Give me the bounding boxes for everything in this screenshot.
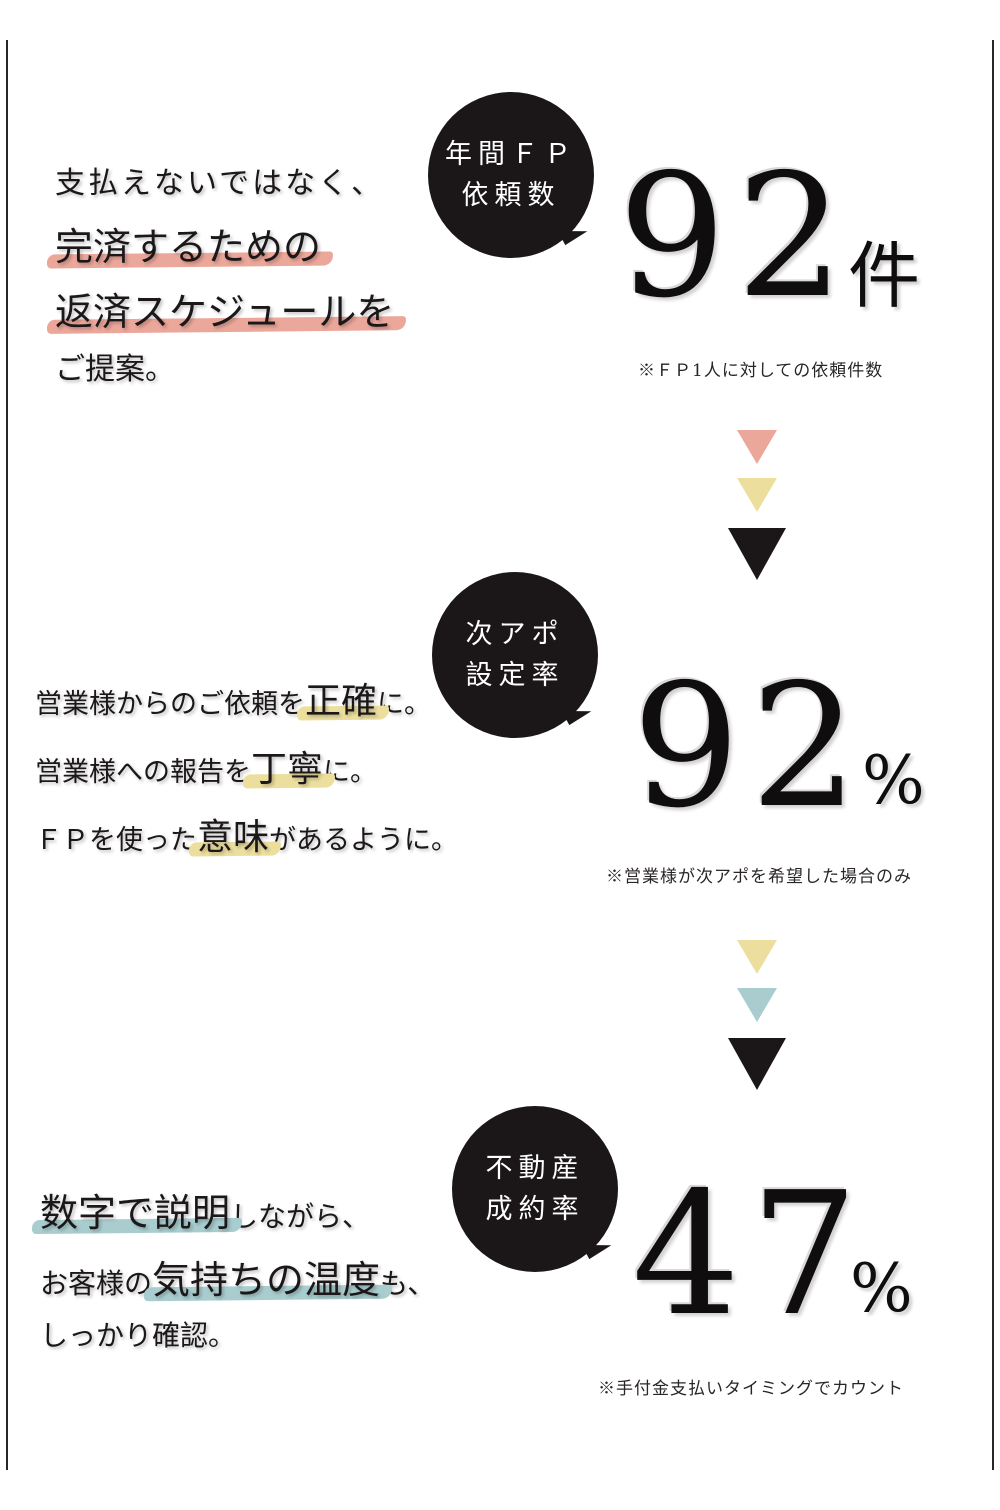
bubble-line: 設定率 [465, 660, 565, 691]
down-arrow-pink-icon [737, 430, 777, 464]
copy-line-highlight: 完済するための [55, 225, 322, 269]
stat-number: 92 [618, 138, 855, 336]
stat-number: 92 [632, 648, 869, 846]
section2-copy: 営業様からのご依頼を正確に。 営業様への報告を丁寧に。 ＦＰを使った意味があるよ… [35, 681, 459, 858]
stat-unit: % [862, 742, 925, 819]
section1-copy: 支払えないではなく、 完済するための 返済スケジュールを ご提案。 [55, 158, 394, 388]
stat-footnote: ※ＦＰ1人に対しての依頼件数 [638, 361, 884, 381]
bubble-line: 成約率 [485, 1194, 585, 1225]
copy-line-highlight: 返済スケジュールを [55, 290, 395, 334]
stat-unit: 件 [848, 234, 921, 318]
frame-left-line [6, 40, 8, 1470]
stat-footnote: ※手付金支払いタイミングでカウント [598, 1379, 904, 1399]
copy-highlight: 意味 [197, 817, 270, 858]
bubble-line: 依頼数 [461, 180, 561, 211]
down-arrow-dark-icon [728, 528, 786, 580]
down-arrow-yellow-icon [737, 940, 777, 974]
bubble-line: 不動産 [485, 1153, 585, 1184]
section3-copy: 数字で説明しながら、 お客様の気持ちの温度も、 しっかり確認。 [40, 1191, 436, 1352]
frame-right-line [992, 40, 994, 1470]
copy-line: 支払えないではなく、 [55, 166, 385, 201]
stat-footnote: ※営業様が次アポを希望した場合のみ [606, 867, 912, 887]
copy-highlight: 気持ちの温度 [152, 1258, 381, 1302]
copy-line: しっかり確認。 [40, 1319, 237, 1352]
down-arrow-yellow-icon [737, 478, 777, 512]
speech-bubble: 年間ＦＰ 依頼数 [428, 92, 594, 258]
stat-unit: % [850, 1250, 913, 1327]
speech-bubble: 次アポ 設定率 [432, 572, 598, 738]
down-arrow-dark-icon [728, 1038, 786, 1090]
copy-highlight: 正確 [305, 681, 378, 722]
bubble-line: 次アポ [465, 619, 565, 650]
bubble-line: 年間ＦＰ [445, 139, 577, 170]
copy-line: ご提案。 [55, 352, 175, 387]
down-arrow-blue-icon [737, 988, 777, 1022]
copy-highlight: 数字で説明 [40, 1191, 231, 1235]
speech-bubble: 不動産 成約率 [452, 1106, 618, 1272]
stat-number: 47 [632, 1156, 869, 1354]
copy-highlight: 丁寧 [251, 749, 324, 790]
